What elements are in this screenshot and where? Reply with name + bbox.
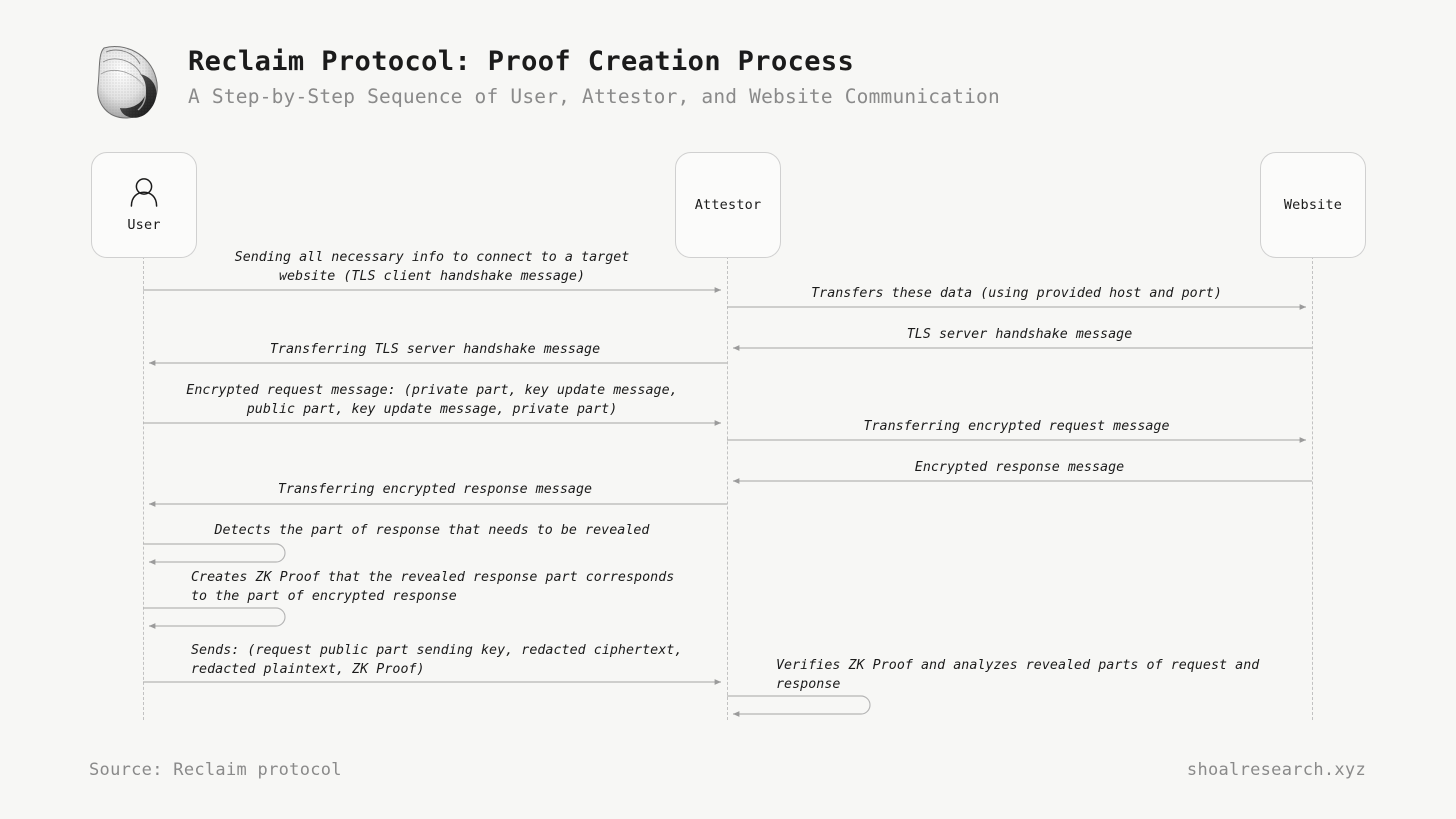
- msg-label-11: Sends: (request public part sending key,…: [191, 643, 683, 677]
- lifeline-website: [1312, 256, 1313, 720]
- msg-label-9: Detects the part of response that needs …: [214, 523, 650, 538]
- msg-label-3: TLS server handshake message: [906, 327, 1133, 342]
- msg-label-8: Transferring encrypted response message: [277, 482, 593, 497]
- page-subtitle: A Step-by-Step Sequence of User, Attesto…: [188, 85, 1000, 109]
- actor-website-label: Website: [1283, 197, 1343, 213]
- msg-label-6: Transferring encrypted request message: [863, 419, 1170, 434]
- actor-attestor[interactable]: Attestor: [675, 152, 781, 258]
- actor-user[interactable]: User: [91, 152, 197, 258]
- person-icon: [128, 177, 160, 211]
- arrow-msg-12: [727, 695, 871, 717]
- page-title: Reclaim Protocol: Proof Creation Process: [188, 46, 855, 77]
- site-watermark: shoalresearch.xyz: [1186, 760, 1366, 780]
- arrow-msg-10: [143, 607, 286, 629]
- snail-shell-logo: [88, 40, 172, 124]
- actor-user-label: User: [127, 217, 161, 233]
- msg-label-1: Sending all necessary info to connect to…: [234, 250, 630, 284]
- msg-label-2: Transfers these data (using provided hos…: [811, 286, 1222, 301]
- source-caption: Source: Reclaim protocol: [89, 760, 342, 780]
- actor-attestor-label: Attestor: [694, 197, 762, 213]
- msg-label-4: Transferring TLS server handshake messag…: [269, 342, 601, 357]
- page-header: Reclaim Protocol: Proof Creation Process…: [88, 40, 1000, 124]
- msg-label-12: Verifies ZK Proof and analyzes revealed …: [776, 658, 1260, 692]
- msg-label-5: Encrypted request message: (private part…: [186, 383, 678, 417]
- arrow-msg-9: [143, 543, 286, 565]
- msg-label-7: Encrypted response message: [914, 460, 1125, 475]
- actor-website[interactable]: Website: [1260, 152, 1366, 258]
- msg-label-10: Creates ZK Proof that the revealed respo…: [191, 570, 675, 604]
- lifeline-user: [143, 256, 144, 720]
- lifeline-attestor: [727, 256, 728, 720]
